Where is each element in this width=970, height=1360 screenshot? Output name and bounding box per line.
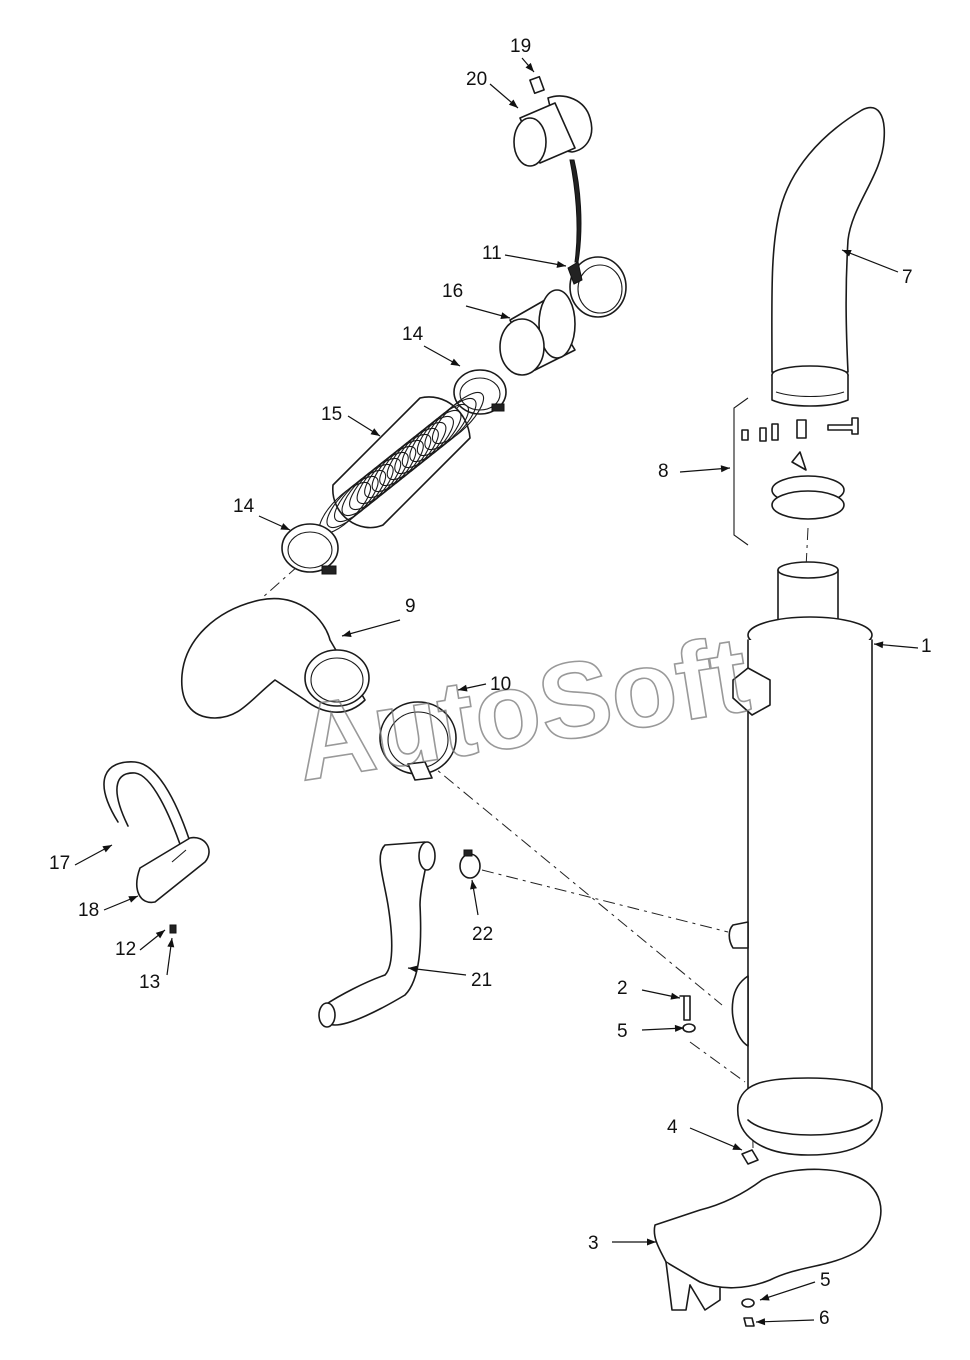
leader-arrowhead (760, 1293, 770, 1301)
leader-arrowhead (842, 250, 852, 257)
callout-14-lower: 14 (233, 496, 255, 517)
callout-5-upper: 5 (617, 1021, 628, 1042)
callout-1: 1 (921, 636, 932, 657)
callout-5-lower: 5 (820, 1270, 831, 1291)
exhaust-stack-part (771, 106, 886, 407)
leader-arrowhead (408, 965, 418, 973)
leader-arrowhead (556, 260, 566, 268)
watermark-text: AutoSoft (287, 613, 756, 804)
clamp-part-22 (459, 849, 481, 879)
hose-part-21 (318, 841, 436, 1028)
elbow-pipe-part (180, 597, 370, 719)
callout-6: 6 (819, 1308, 830, 1329)
leader-line (341, 619, 401, 637)
hose-rib (431, 391, 485, 445)
callout-11: 11 (482, 243, 502, 264)
callout-19: 19 (510, 36, 531, 57)
leader-arrowhead (342, 630, 352, 637)
leader-arrowhead (670, 992, 680, 1000)
leader-arrowhead (102, 845, 112, 853)
leader-arrowhead (370, 428, 380, 436)
leader-arrowhead (155, 930, 165, 939)
callout-18: 18 (78, 900, 99, 921)
callout-20: 20 (466, 69, 487, 90)
leader-line (407, 967, 467, 976)
leader-line (841, 249, 899, 273)
leader-arrowhead (458, 684, 468, 692)
callout-17: 17 (49, 853, 70, 874)
leader-lines (74, 57, 919, 1326)
u-bolt-bracket-part (103, 761, 210, 934)
callout-10: 10 (490, 674, 511, 695)
leader-arrowhead (470, 880, 477, 890)
flange-adapter-part (513, 95, 593, 263)
leader-arrowhead (500, 312, 510, 320)
callout-9: 9 (405, 596, 416, 617)
leader-arrowhead (674, 1024, 684, 1032)
leader-arrowhead (128, 896, 138, 903)
callout-7: 7 (902, 267, 913, 288)
callout-13: 13 (139, 972, 160, 993)
clamp-part-10 (379, 701, 457, 781)
callout-8: 8 (658, 461, 669, 482)
leader-line (755, 1319, 815, 1323)
mounting-plate-part (653, 1168, 882, 1311)
leader-arrowhead (450, 358, 460, 366)
pipe-adapter-part (499, 289, 576, 376)
clamp-part-14-upper (453, 369, 507, 415)
clamp-part-11 (567, 256, 627, 318)
leader-line (759, 1281, 816, 1301)
hose-rib (424, 397, 477, 451)
clamp-part-14-lower (281, 523, 339, 575)
leader-arrowhead (525, 62, 534, 72)
callout-15: 15 (321, 404, 342, 425)
leader-arrowhead (720, 465, 730, 473)
leader-line (504, 254, 567, 267)
leader-arrowhead (280, 523, 290, 530)
callout-22: 22 (472, 924, 493, 945)
callout-4: 4 (667, 1117, 678, 1138)
bolt-part-19 (529, 75, 545, 95)
callout-3: 3 (588, 1233, 599, 1254)
leader-arrowhead (756, 1318, 766, 1326)
muffler-part (728, 561, 883, 1156)
callout-12: 12 (115, 939, 136, 960)
callout-16: 16 (442, 281, 463, 302)
leader-arrowhead (647, 1238, 656, 1246)
callout-21: 21 (471, 970, 492, 991)
leader-arrowhead (732, 1143, 742, 1150)
callout-2: 2 (617, 978, 628, 999)
leader-line (689, 1127, 743, 1151)
callout-14-upper: 14 (402, 324, 424, 345)
leader-arrowhead (508, 99, 518, 108)
leader-arrowhead (874, 641, 884, 649)
clamp-kit-part (733, 397, 859, 546)
leader-arrowhead (167, 938, 175, 948)
